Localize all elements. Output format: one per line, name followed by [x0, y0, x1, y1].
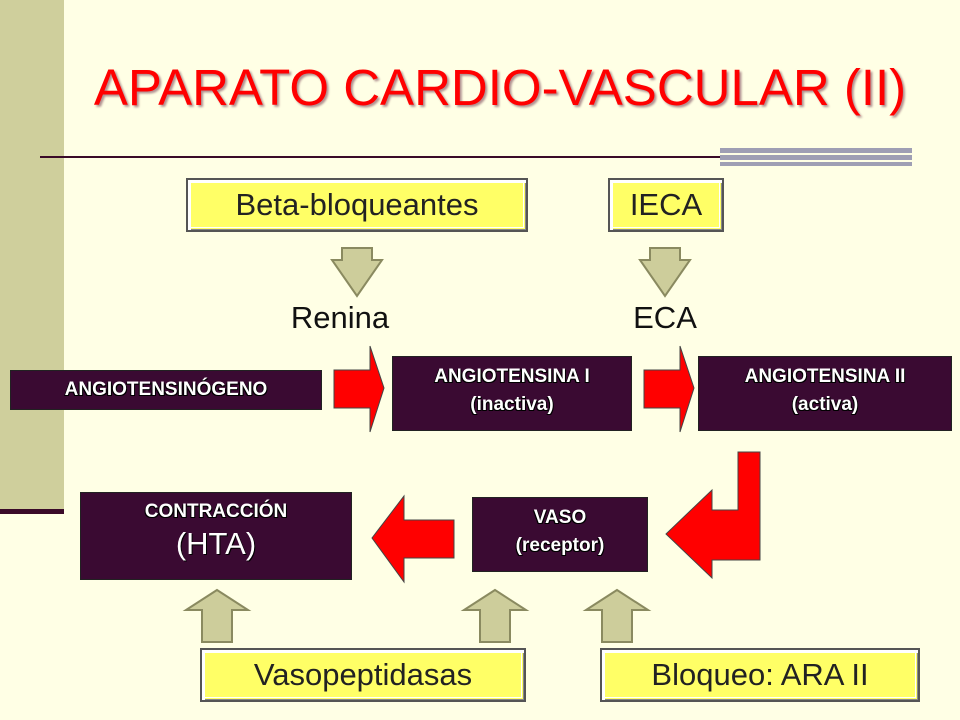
angiotensina-ii-status: (activa) [791, 394, 859, 415]
angiotensinogeno-label: ANGIOTENSINÓGENO [64, 379, 268, 400]
up-arrow-vaso-left-icon [460, 588, 530, 643]
renina-label: Renina [290, 300, 390, 335]
angiotensina-i-label: ANGIOTENSINA I [434, 366, 590, 387]
angiotensina-i-status: (inactiva) [470, 394, 554, 415]
arrow-to-ang2-icon [643, 345, 695, 433]
arrow-to-ang1-icon [333, 345, 385, 433]
left-decor-bar-base [0, 509, 64, 514]
ara-ii-box: Bloqueo: ARA II [600, 648, 920, 702]
angiotensina-i-box: ANGIOTENSINA I (inactiva) [392, 356, 632, 431]
title-rule-accent [720, 148, 912, 166]
down-arrow-eca-icon [638, 247, 692, 298]
down-arrow-renina-icon [330, 247, 384, 298]
contraccion-box: CONTRACCIÓN (HTA) [80, 492, 352, 580]
bent-arrow-to-vaso-icon [665, 451, 761, 580]
angiotensina-ii-label: ANGIOTENSINA II [744, 366, 906, 387]
angiotensinogeno-box: ANGIOTENSINÓGENO [10, 370, 322, 410]
vasopeptidasas-box: Vasopeptidasas [200, 648, 526, 702]
left-decor-bar [0, 0, 64, 514]
receptor-label: (receptor) [515, 535, 605, 556]
slide-title: APARATO CARDIO-VASCULAR (II) [93, 59, 907, 116]
contraccion-label: CONTRACCIÓN [144, 501, 288, 522]
angiotensina-ii-box: ANGIOTENSINA II (activa) [698, 356, 952, 431]
beta-bloqueantes-box: Beta-bloqueantes [186, 178, 528, 232]
title-rule [40, 156, 912, 158]
up-arrow-vaso-right-icon [582, 588, 652, 643]
arrow-to-contraccion-icon [371, 494, 455, 584]
up-arrow-contraccion-icon [182, 588, 252, 643]
ieca-box: IECA [608, 178, 724, 232]
eca-label: ECA [633, 300, 697, 335]
vaso-receptor-box: VASO (receptor) [472, 497, 648, 572]
vaso-label: VASO [533, 507, 587, 528]
hta-label: (HTA) [175, 526, 257, 561]
